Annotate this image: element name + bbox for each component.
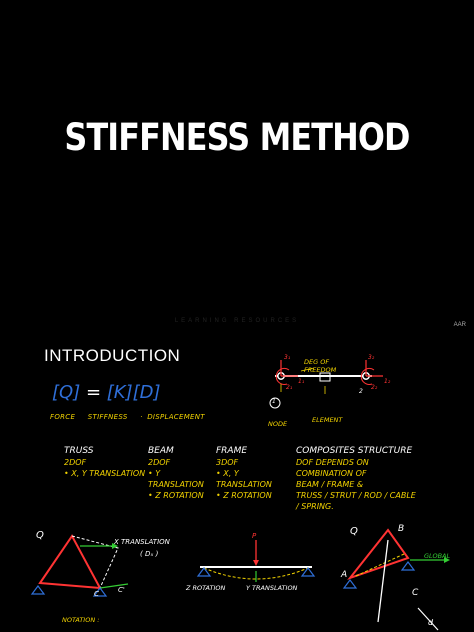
composite-line-3: BEAM / FRAME & <box>296 480 364 489</box>
dof-mark-3-2: 3₂ <box>368 354 375 361</box>
truss-c-label: C <box>94 590 99 598</box>
truss-column: TRUSS 2DOF • X, Y TRANSLATION <box>64 446 148 479</box>
frame-c-label: C <box>412 588 419 598</box>
composite-line-5: / SPRING. <box>296 502 334 511</box>
intro-slide: INTRODUCTION [Q] = [K][D] FORCE STIFFNES… <box>0 340 474 632</box>
truss-c2-label: C' <box>118 586 125 594</box>
composite-column: COMPOSITES STRUCTURE DOF DEPENDS ON COMB… <box>296 446 466 512</box>
composite-line-2: COMBINATION OF <box>296 469 367 478</box>
dof-mark-1-2: 1₂ <box>384 378 391 385</box>
node-number-2: 2 <box>359 388 363 395</box>
frame-a-label: A <box>341 570 348 580</box>
beam-line-2: • Y TRANSLATION <box>148 469 204 489</box>
equals-sign: = <box>85 382 102 403</box>
beam-line-3: • Z ROTATION <box>148 491 204 500</box>
equation-labels: FORCE STIFFNESS · DISPLACEMENT <box>50 413 215 421</box>
notation-note: NOTATION : <box>62 616 100 624</box>
label-dot: · <box>140 413 143 421</box>
label-stiffness: STIFFNESS <box>87 413 128 421</box>
dof-label: DEG OF FREEDOM <box>304 358 337 374</box>
slide-title: STIFFNESS METHOD <box>64 116 410 159</box>
composite-line-1: DOF DEPENDS ON <box>296 458 369 467</box>
title-slide: STIFFNESS METHOD LEARNING RESOURCES AAR <box>64 116 466 328</box>
beam-y-translation-label: Y TRANSLATION <box>246 584 298 592</box>
beam-line-1: 2DOF <box>148 458 171 467</box>
label-force: FORCE <box>50 413 76 421</box>
truss-x-translation-label: X TRANSLATION <box>114 538 170 546</box>
d-vector: [D] <box>132 382 161 403</box>
truss-dx-label: ( Dₓ ) <box>140 550 159 558</box>
dof-mark-2-2: 2₂ <box>371 384 378 391</box>
intro-heading: INTRODUCTION <box>44 346 181 365</box>
beam-z-rotation-label: Z ROTATION <box>186 584 226 592</box>
q-vector: [Q] <box>52 382 81 403</box>
frame-q-label: Q <box>350 526 358 537</box>
node-label: NODE <box>268 420 288 428</box>
stiffness-equation: [Q] = [K][D] <box>52 382 161 403</box>
frame-d-label: d <box>428 618 434 627</box>
frame-global-label: GLOBAL <box>424 552 451 560</box>
node-diagram-svg <box>30 360 450 631</box>
truss-line-2: • X, Y TRANSLATION <box>64 469 146 478</box>
composite-line-4: TRUSS / STRUT / ROD / CABLE <box>296 491 416 500</box>
dof-mark-3-1: 3₁ <box>284 354 291 361</box>
beam-column: BEAM 2DOF • Y TRANSLATION • Z ROTATION <box>148 446 218 501</box>
dof-mark-2-1: 2₁ <box>286 384 293 391</box>
node-number: 1 <box>272 398 276 405</box>
frame-column: FRAME 3DOF • X, Y TRANSLATION • Z ROTATI… <box>216 446 296 501</box>
truss-head: TRUSS <box>64 446 94 456</box>
beam-head: BEAM <box>148 446 174 456</box>
truss-line-1: 2DOF <box>64 458 87 467</box>
dof-mark-1-1: 1₁ <box>298 378 305 385</box>
faint-watermark-text: LEARNING RESOURCES <box>174 318 300 324</box>
label-displacement: DISPLACEMENT <box>147 413 205 421</box>
frame-line-2: • X, Y TRANSLATION <box>216 469 272 489</box>
frame-line-3: • Z ROTATION <box>216 491 272 500</box>
frame-line-1: 3DOF <box>216 458 239 467</box>
truss-q-label: Q <box>36 530 44 541</box>
page-tag: AAR <box>453 322 466 328</box>
beam-load-label: P <box>252 532 257 540</box>
k-matrix: [K] <box>106 382 133 403</box>
frame-head: FRAME <box>216 446 248 456</box>
element-label: ELEMENT <box>312 416 343 424</box>
frame-b-label: B <box>398 524 405 534</box>
composite-head: COMPOSITES STRUCTURE <box>296 446 413 456</box>
